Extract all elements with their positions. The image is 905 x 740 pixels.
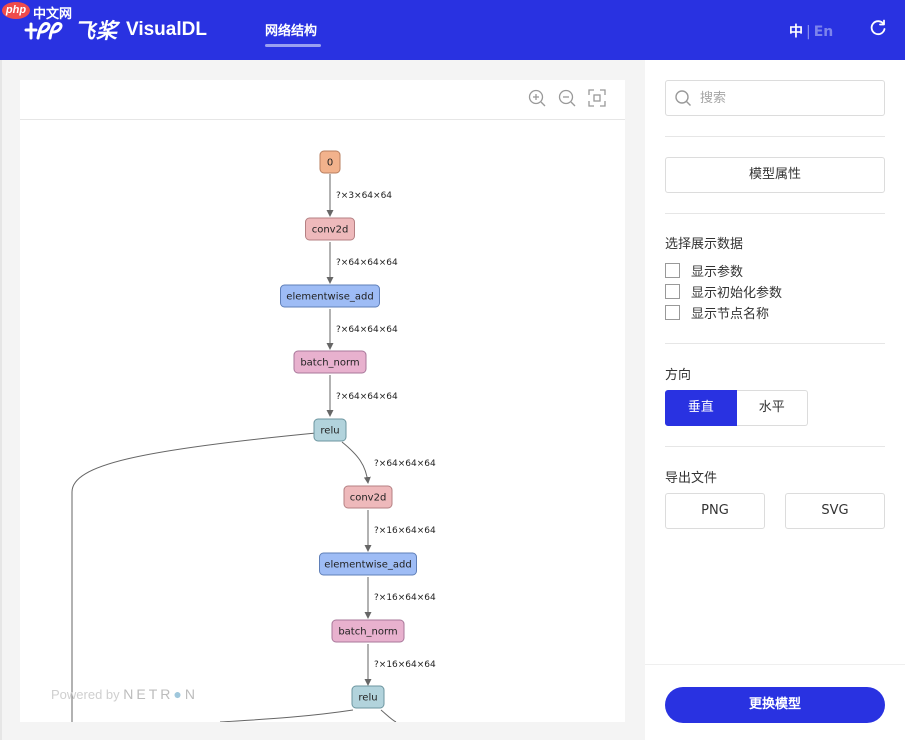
- graph-node-label: conv2d: [350, 493, 387, 504]
- graph-edge-label: ?×64×64×64: [336, 392, 398, 402]
- graph-node-box[interactable]: [319, 150, 341, 174]
- model-properties-button[interactable]: 模型属性: [665, 157, 885, 193]
- direction-horizontal-button[interactable]: 水平: [736, 390, 808, 426]
- lang-en[interactable]: En: [813, 24, 834, 40]
- search-input[interactable]: [700, 87, 880, 109]
- graph-edge-label: ?×16×64×64: [374, 526, 436, 536]
- graph-node-label: relu: [320, 426, 339, 437]
- graph-edge-label: ?×64×64×64: [374, 459, 436, 469]
- graph-node-batch-norm[interactable]: batch_norm: [331, 619, 405, 643]
- display-data-title: 选择展示数据: [665, 237, 744, 252]
- lang-zh[interactable]: 中: [789, 24, 803, 40]
- graph-node-relu[interactable]: relu: [313, 418, 347, 442]
- graph-edge: [219, 709, 354, 722]
- paddle-logo-icon: [24, 22, 63, 40]
- checkbox-label: 显示初始化参数: [691, 285, 783, 301]
- graph-node-box[interactable]: [293, 350, 367, 374]
- graph-node-conv2d[interactable]: conv2d: [343, 485, 393, 509]
- zoom-in-icon[interactable]: [527, 88, 547, 108]
- powered-by-text: Powered by: [51, 687, 120, 702]
- graph-edge-label: ?×3×64×64: [336, 191, 392, 201]
- checkbox-square[interactable]: [665, 262, 680, 278]
- divider: [665, 446, 885, 447]
- search-box[interactable]: [665, 80, 885, 116]
- graph-node-batch-norm[interactable]: batch_norm: [293, 350, 367, 374]
- tab-network-structure[interactable]: 网络结构: [265, 24, 318, 39]
- change-model-button[interactable]: 更换模型: [665, 687, 885, 723]
- graph-canvas-panel: ?×3×64×64 ?×64×64×64 ?×64×64×64 ?×64×64×64?…: [20, 80, 625, 722]
- app-logo[interactable]: 飞桨 VisualDL: [22, 14, 207, 46]
- graph-node-relu[interactable]: relu: [351, 685, 385, 709]
- graph-node-elementwise-add[interactable]: elementwise_add: [319, 552, 417, 576]
- refresh-icon[interactable]: [869, 19, 887, 37]
- graph-node-box[interactable]: [280, 284, 380, 308]
- graph-edge: [380, 709, 397, 722]
- search-icon: [675, 90, 691, 106]
- php-site-text: 中文网: [33, 7, 73, 22]
- graph-edge-label: ?×16×64×64: [374, 660, 436, 670]
- checkbox-label: 显示节点名称: [691, 306, 770, 322]
- graph-node-elementwise-add[interactable]: elementwise_add: [280, 284, 380, 308]
- graph-node-label: batch_norm: [300, 358, 359, 369]
- graph-node-box[interactable]: [305, 217, 355, 241]
- right-sidebar: 模型属性 选择展示数据 显示参数 显示初始化参数 显示节点名称 方向 垂直 水平…: [645, 60, 905, 740]
- graph-node-label: batch_norm: [338, 627, 397, 638]
- graph-toolbar: [20, 80, 625, 120]
- graph-node-label: 0: [327, 158, 333, 169]
- netron-brand: NETR●N: [123, 686, 198, 702]
- divider: [665, 343, 885, 344]
- graph-node-box[interactable]: [319, 552, 417, 576]
- graph-node-box[interactable]: [343, 485, 393, 509]
- direction-toggle: 垂直 水平: [665, 390, 808, 426]
- graph-node-label: conv2d: [312, 225, 349, 236]
- netron-brand-text: NETR: [123, 686, 174, 702]
- direction-title: 方向: [665, 368, 692, 383]
- logo-text-cn: 飞桨: [74, 19, 118, 43]
- php-logo: php: [2, 2, 30, 19]
- graph-node-0[interactable]: 0: [319, 150, 341, 174]
- active-tab-indicator: [265, 44, 321, 47]
- top-header: php 中文网 飞桨 VisualDL 网络结构 中|En: [0, 0, 905, 60]
- graph-nodes[interactable]: 0conv2delementwise_addbatch_normreluconv…: [280, 150, 417, 709]
- checkbox-show-init-params[interactable]: 显示初始化参数: [665, 282, 783, 301]
- left-ruler: [0, 60, 2, 740]
- checkbox-show-node-names[interactable]: 显示节点名称: [665, 303, 770, 322]
- fit-screen-icon[interactable]: [587, 88, 607, 108]
- graph-node-label: elementwise_add: [286, 292, 373, 303]
- divider: [665, 213, 885, 214]
- export-png-button[interactable]: PNG: [665, 493, 765, 529]
- graph-node-label: elementwise_add: [324, 560, 411, 571]
- graph-skip-edge: [71, 432, 317, 722]
- network-graph[interactable]: ?×3×64×64 ?×64×64×64 ?×64×64×64 ?×64×64×64?…: [20, 120, 625, 722]
- checkbox-label: 显示参数: [691, 264, 744, 280]
- graph-edge-label: ?×64×64×64: [336, 258, 398, 268]
- netron-logo-icon: ●: [173, 686, 185, 702]
- checkbox-square[interactable]: [665, 304, 680, 320]
- netron-brand-end: N: [184, 686, 198, 702]
- export-svg-button[interactable]: SVG: [785, 493, 885, 529]
- graph-node-box[interactable]: [313, 418, 347, 442]
- lang-separator: |: [806, 24, 811, 40]
- export-title: 导出文件: [665, 471, 718, 486]
- zoom-out-icon[interactable]: [557, 88, 577, 108]
- graph-edges: [71, 174, 397, 722]
- direction-vertical-button[interactable]: 垂直: [665, 390, 737, 426]
- php-watermark: php 中文网: [2, 0, 88, 22]
- logo-text-en: VisualDL: [126, 19, 207, 40]
- checkbox-square[interactable]: [665, 283, 680, 299]
- powered-by-netron: Powered by NETR●N: [51, 686, 198, 702]
- graph-edge-label: ?×16×64×64: [374, 593, 436, 603]
- language-switch: 中|En: [789, 21, 833, 41]
- sidebar-footer: 更换模型: [645, 664, 905, 740]
- graph-node-box[interactable]: [331, 619, 405, 643]
- graph-node-box[interactable]: [351, 685, 385, 709]
- graph-node-label: relu: [358, 693, 377, 704]
- graph-edge-label: ?×64×64×64: [336, 325, 398, 335]
- graph-edge-labels: ?×3×64×64 ?×64×64×64 ?×64×64×64 ?×64×64×64?…: [336, 191, 436, 670]
- graph-node-conv2d[interactable]: conv2d: [305, 217, 355, 241]
- checkbox-show-params[interactable]: 显示参数: [665, 261, 744, 280]
- divider: [665, 136, 885, 137]
- graph-edge: [341, 441, 371, 484]
